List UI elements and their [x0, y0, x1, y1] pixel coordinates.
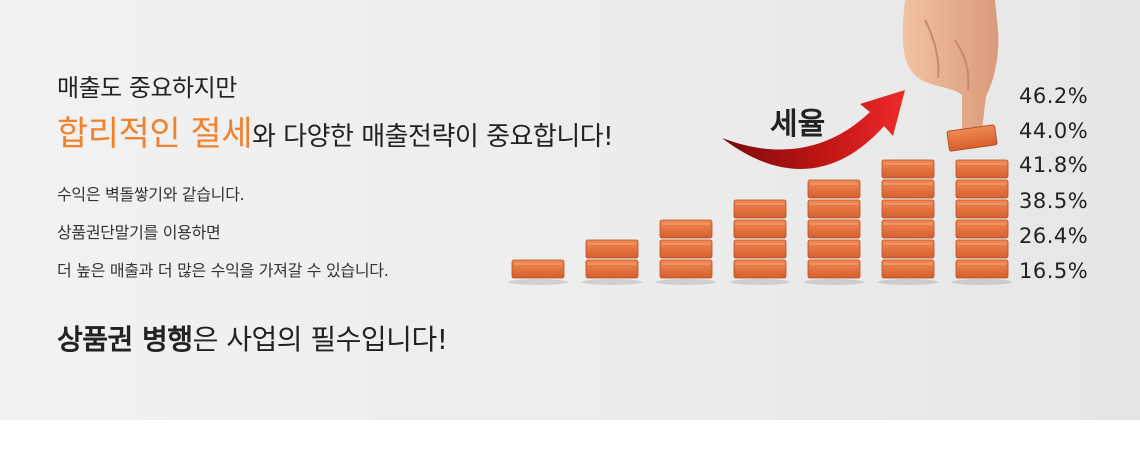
brick [733, 239, 787, 259]
headline-highlight: 합리적인 절세 [57, 114, 253, 154]
description-line: 더 높은 매출과 더 많은 수익을 가져갈 수 있습니다. [57, 261, 389, 280]
brick [881, 159, 935, 179]
brick [955, 219, 1009, 239]
brick-shadow [730, 279, 790, 285]
brick-shadow [952, 279, 1012, 285]
brick [807, 239, 861, 259]
brick [955, 179, 1009, 199]
brick [585, 239, 639, 259]
brick [585, 259, 639, 279]
brick [955, 199, 1009, 219]
hand-illustration [902, 0, 999, 137]
brick [733, 219, 787, 239]
brick-shadow [878, 279, 938, 285]
rate-label: 16.5% [1019, 259, 1089, 283]
description-line: 수익은 벽돌쌓기와 같습니다. [57, 185, 245, 204]
brick [807, 199, 861, 219]
brick-illustration: 세율 [508, 0, 1012, 285]
red-arrow [722, 90, 905, 169]
brick-stacks [508, 124, 1012, 285]
brick [881, 179, 935, 199]
headline-line1: 매출도 중요하지만 [57, 74, 237, 102]
brick [659, 219, 713, 239]
held-brick [946, 124, 998, 152]
promo-banner: 매출도 중요하지만 합리적인 절세와 다양한 매출전략이 중요합니다! 수익은 … [0, 0, 1140, 420]
rate-label: 26.4% [1019, 224, 1089, 248]
headline-rest: 와 다양한 매출전략이 중요합니다! [252, 122, 614, 152]
brick-shadow [804, 279, 864, 285]
footer-message: 상품권 병행은 사업의 필수입니다! [57, 318, 448, 358]
brick [807, 219, 861, 239]
brick [807, 259, 861, 279]
brick [511, 259, 565, 279]
description: 수익은 벽돌쌓기와 같습니다. 상품권단말기를 이용하면 더 높은 매출과 더 … [57, 176, 389, 290]
brick [955, 239, 1009, 259]
rate-label: 46.2% [1019, 84, 1089, 108]
brick [881, 239, 935, 259]
brick-shadow [582, 279, 642, 285]
headline-line2: 합리적인 절세와 다양한 매출전략이 중요합니다! [57, 106, 614, 155]
rate-label: 38.5% [1019, 189, 1089, 213]
brick [807, 179, 861, 199]
brick [659, 259, 713, 279]
brick [955, 259, 1009, 279]
brick [881, 199, 935, 219]
rate-label: 44.0% [1019, 119, 1089, 143]
brick [955, 159, 1009, 179]
footer-rest: 은 사업의 필수입니다! [192, 323, 448, 356]
brick [659, 239, 713, 259]
brick [881, 219, 935, 239]
brick [733, 199, 787, 219]
rate-label: 41.8% [1019, 153, 1089, 177]
arrow-label: 세율 [770, 107, 825, 142]
footer-bold: 상품권 병행 [57, 323, 193, 356]
brick-shadow [656, 279, 716, 285]
description-line: 상품권단말기를 이용하면 [57, 223, 221, 242]
brick-shadow [508, 279, 568, 285]
brick [733, 259, 787, 279]
brick [881, 259, 935, 279]
